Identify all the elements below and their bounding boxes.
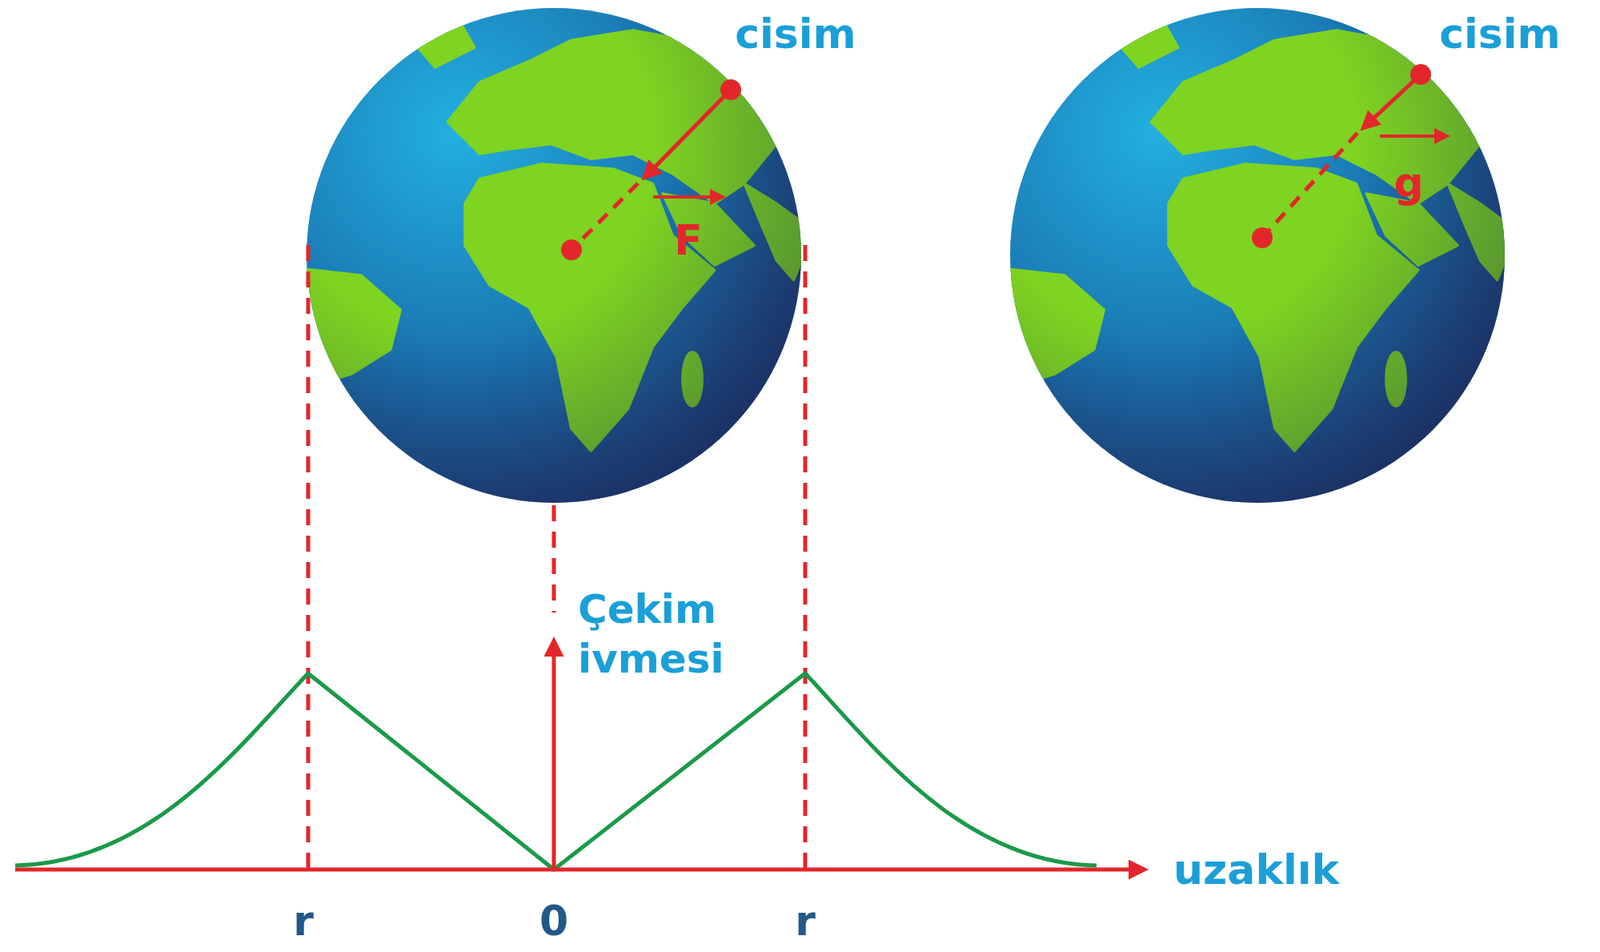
y-axis [552, 640, 557, 870]
vector-sign [653, 195, 723, 199]
vector-label: g [1393, 156, 1424, 209]
tick-label: r [794, 894, 816, 947]
object-label: cisim [734, 8, 857, 61]
object-label: cisim [1439, 8, 1561, 61]
radius-dashed-line [571, 183, 638, 250]
x-axis [15, 867, 1145, 872]
guide-dashed-line [306, 244, 311, 868]
center-dot [1251, 227, 1273, 249]
guide-dashed-line [803, 244, 808, 868]
body-dot [1410, 64, 1432, 85]
radius-dashed-line [1262, 132, 1358, 238]
tick-label: r [292, 894, 314, 947]
vector-sign [1379, 134, 1448, 138]
body-dot [720, 79, 742, 101]
force-arrow [644, 89, 731, 178]
center-dot [561, 239, 582, 261]
tick-label: 0 [539, 894, 569, 947]
acceleration-arrow [1363, 74, 1421, 129]
vector-label: F [673, 214, 703, 267]
earth-globe [294, 8, 815, 503]
guide-dashed-line [552, 505, 557, 613]
earth-globe [998, 8, 1518, 503]
axis-title: Çekim ivmesi [577, 584, 778, 685]
axis-title: uzaklık [1173, 843, 1340, 896]
